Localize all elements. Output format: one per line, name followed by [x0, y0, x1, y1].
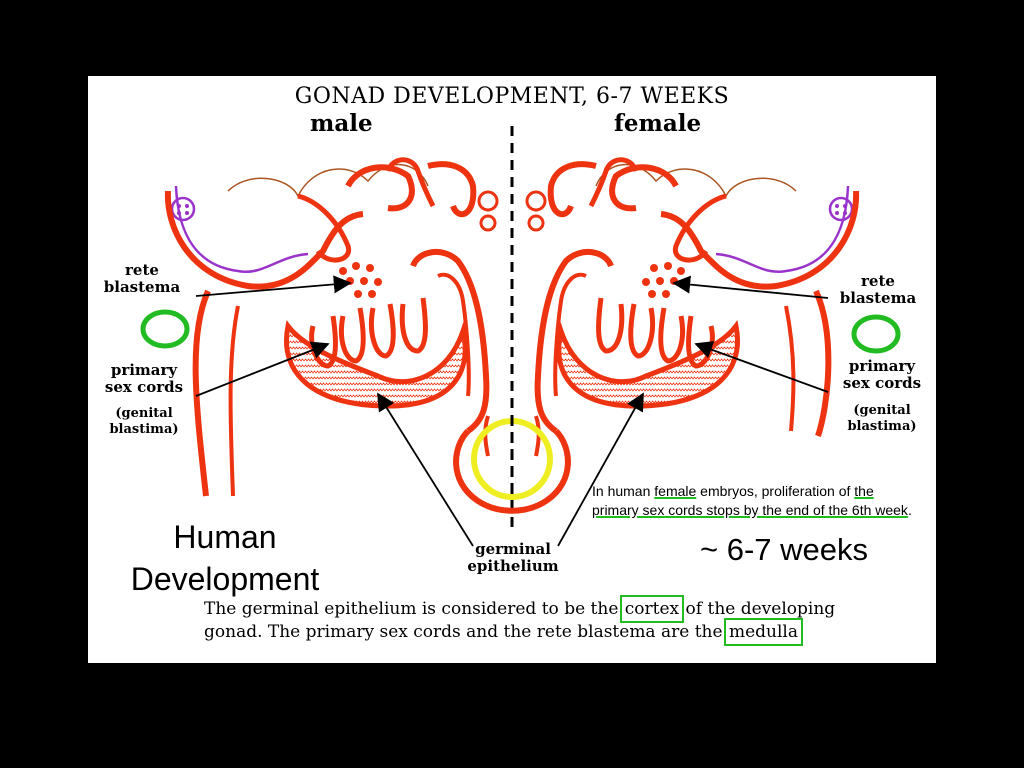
- label-genital-blastima-right: (genital blastima): [832, 403, 932, 435]
- gonad-diagram: [140, 126, 901, 547]
- label-line: (genital: [853, 403, 911, 418]
- caption-text: gonad. The primary sex cords and the ret…: [204, 622, 728, 642]
- label-line: primary: [110, 361, 178, 379]
- label-line: blastema: [839, 289, 917, 307]
- arrow-germinal-right: [557, 392, 644, 547]
- arrow-cords-right: [694, 341, 829, 393]
- big-line: Human: [173, 519, 277, 555]
- label-line: blastema: [103, 278, 181, 296]
- female-heading: female: [614, 110, 702, 137]
- male-gonad: [164, 157, 490, 497]
- caption-text: of the developing: [680, 599, 836, 619]
- label-genital-blastima-left: (genital blastima): [94, 406, 194, 438]
- green-highlight-oval-right: [851, 314, 901, 354]
- arrow-cords-left: [195, 341, 330, 397]
- diagram-title: GONAD DEVELOPMENT, 6-7 WEEKS: [294, 84, 730, 109]
- note-text: embryos, proliferation of: [696, 483, 855, 499]
- label-line: blastima): [109, 422, 179, 437]
- label-line: rete: [125, 261, 159, 279]
- label-line: primary: [848, 357, 916, 375]
- green-highlight-oval-left: [140, 309, 190, 349]
- note-text: .: [907, 502, 912, 518]
- label-primary-sex-cords-right: primary sex cords: [830, 358, 934, 392]
- label-line: germinal: [475, 540, 551, 558]
- note-underlined: the primary sex cords stops by the end o…: [592, 483, 908, 518]
- caption-text: The germinal epithelium is considered to…: [204, 599, 624, 619]
- female-note: In human female embryos, proliferation o…: [592, 482, 922, 520]
- label-line: sex cords: [104, 378, 184, 396]
- caption-line-2: gonad. The primary sex cords and the ret…: [204, 618, 924, 646]
- label-rete-blastema-right: rete blastema: [830, 273, 926, 307]
- label-line: epithelium: [467, 557, 559, 575]
- arrow-rete-right: [672, 275, 829, 299]
- caption-line-1: The germinal epithelium is considered to…: [204, 595, 924, 623]
- label-rete-blastema-left: rete blastema: [94, 262, 190, 296]
- human-development-label: Human Development: [110, 516, 340, 600]
- label-line: rete: [861, 272, 895, 290]
- note-text: In human: [592, 483, 655, 499]
- arrow-rete-left: [195, 275, 352, 297]
- caption-medulla-highlight: medulla: [723, 618, 803, 646]
- diagram-caption: The germinal epithelium is considered to…: [204, 595, 924, 646]
- label-primary-sex-cords-left: primary sex cords: [92, 362, 196, 396]
- female-gonad: [534, 157, 860, 437]
- diagram-panel: GONAD DEVELOPMENT, 6-7 WEEKS male female…: [88, 76, 936, 663]
- label-line: blastima): [847, 419, 917, 434]
- note-highlight-female: female: [654, 483, 697, 499]
- big-line: Development: [130, 561, 320, 597]
- arrow-germinal-left: [377, 392, 474, 547]
- label-line: (genital: [115, 406, 173, 421]
- caption-cortex-highlight: cortex: [619, 595, 685, 623]
- male-heading: male: [310, 110, 373, 137]
- label-line: sex cords: [842, 374, 922, 392]
- central-bulb: [453, 190, 571, 514]
- label-germinal-epithelium: germinal epithelium: [448, 541, 578, 575]
- weeks-label: ~ 6-7 weeks: [700, 532, 869, 567]
